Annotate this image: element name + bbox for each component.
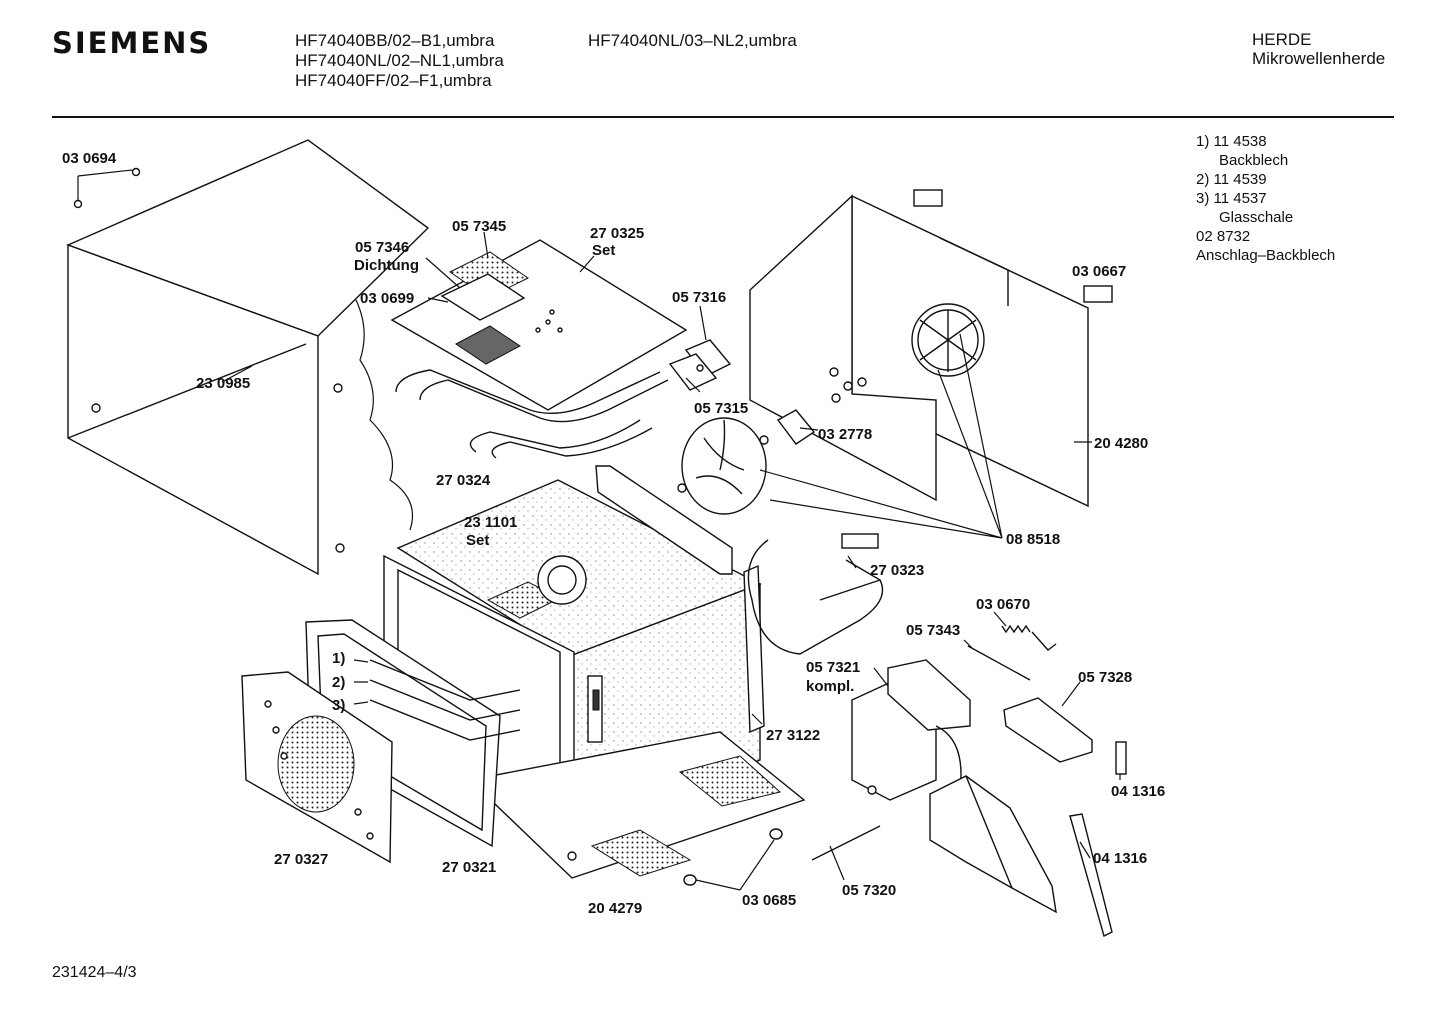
plate-032778: [759, 409, 816, 445]
label-057328: 05 7328: [1078, 669, 1132, 686]
oven-cavity: [383, 465, 762, 832]
label-270327: 27 0327: [274, 851, 328, 868]
label-057345: 05 7345: [452, 218, 506, 235]
header-divider: [52, 116, 1394, 118]
base-plate: [468, 731, 806, 879]
label-270323: 27 0323: [870, 562, 924, 579]
label-057321: 05 7321: [806, 659, 860, 676]
label-273122: 27 3122: [766, 727, 820, 744]
top-plate: [390, 239, 688, 411]
label-057315: 05 7315: [694, 400, 748, 417]
leader-lines: [221, 231, 1121, 881]
label-041316-latch: 04 1316: [1111, 783, 1165, 800]
label-set-cavity: Set: [466, 532, 489, 549]
model-line: HF74040NL/02–NL1,umbra: [295, 51, 504, 70]
label-dichtung: Dichtung: [354, 257, 419, 274]
note-line: Backblech: [1219, 152, 1289, 169]
label-057320: 05 7320: [842, 882, 896, 899]
label-057343: 05 7343: [906, 622, 960, 639]
note-line: 02 8732: [1196, 228, 1251, 245]
switch-bracket: [851, 659, 971, 801]
label-270325: 27 0325: [590, 225, 644, 242]
rear-panel: [749, 194, 1089, 508]
feet-030685: [683, 828, 783, 891]
leader-088518: [759, 333, 1003, 539]
oven-racks: [369, 659, 521, 741]
label-030670: 03 0670: [976, 596, 1030, 613]
side-panel: [743, 564, 765, 734]
label-204280: 20 4280: [1094, 435, 1148, 452]
label-032778: 03 2778: [818, 426, 872, 443]
label-041316-rail: 04 1316: [1093, 850, 1147, 867]
label-088518: 08 8518: [1006, 531, 1060, 548]
note-line: 3) 11 4537: [1196, 190, 1267, 207]
document-id: 231424–4/3: [52, 964, 137, 981]
front-door: [241, 671, 393, 864]
terminal-clips: [668, 339, 732, 391]
fan-blade: [677, 417, 767, 515]
brand-logo: SIEMENS: [52, 26, 212, 60]
spring-and-pin: [967, 624, 1057, 681]
label-rack-1: 1): [332, 650, 345, 667]
label-057346: 05 7346: [355, 239, 409, 256]
note-line: 2) 11 4539: [1196, 171, 1267, 188]
label-set-top: Set: [592, 242, 615, 259]
note-line: Glasschale: [1219, 209, 1294, 226]
model-list-primary: HF74040BB/02–B1,umbra HF74040NL/02–NL1,u…: [295, 31, 504, 91]
note-line: 1) 11 4538: [1196, 133, 1267, 150]
door-latch: [1003, 697, 1127, 775]
rail-041316: [1069, 813, 1113, 938]
label-rack-2: 2): [332, 674, 345, 691]
model-list-secondary: HF74040NL/03–NL2,umbra: [588, 31, 797, 51]
hinge-bracket: [929, 775, 1057, 914]
model-line: HF74040FF/02–F1,umbra: [295, 71, 492, 90]
label-030699: 03 0699: [360, 290, 414, 307]
label-230985: 23 0985: [196, 375, 250, 392]
label-231101: 23 1101: [464, 514, 517, 531]
outer-casing: [66, 139, 430, 576]
parts-notes: 1) 11 4538 Backblech 2) 11 4539 3) 11 45…: [1196, 132, 1335, 265]
category-title: HERDE: [1252, 30, 1312, 49]
label-030667: 03 0667: [1072, 263, 1126, 280]
label-270321: 27 0321: [442, 859, 496, 876]
note-line: Anschlag–Backblech: [1196, 247, 1336, 264]
heating-element-rear: [747, 533, 884, 655]
label-rack-3: 3): [332, 697, 345, 714]
bracket-030667: [913, 189, 1113, 303]
label-270324: 27 0324: [436, 472, 491, 489]
cutaway-edge: [355, 299, 414, 531]
screws-030694: [73, 167, 141, 209]
model-line: HF74040BB/02–B1,umbra: [295, 31, 495, 50]
heating-element-top: [395, 369, 669, 459]
label-204279: 20 4279: [588, 900, 642, 917]
label-057316: 05 7316: [672, 289, 726, 306]
label-030694: 03 0694: [62, 150, 117, 167]
rod-057320: [811, 825, 881, 861]
category-subtitle: Mikrowellenherde: [1252, 49, 1386, 68]
model-line: HF74040NL/03–NL2,umbra: [588, 31, 797, 50]
category-block: HERDE Mikrowellenherde: [1252, 30, 1385, 68]
label-030685: 03 0685: [742, 892, 796, 909]
label-kompl: kompl.: [806, 678, 854, 695]
